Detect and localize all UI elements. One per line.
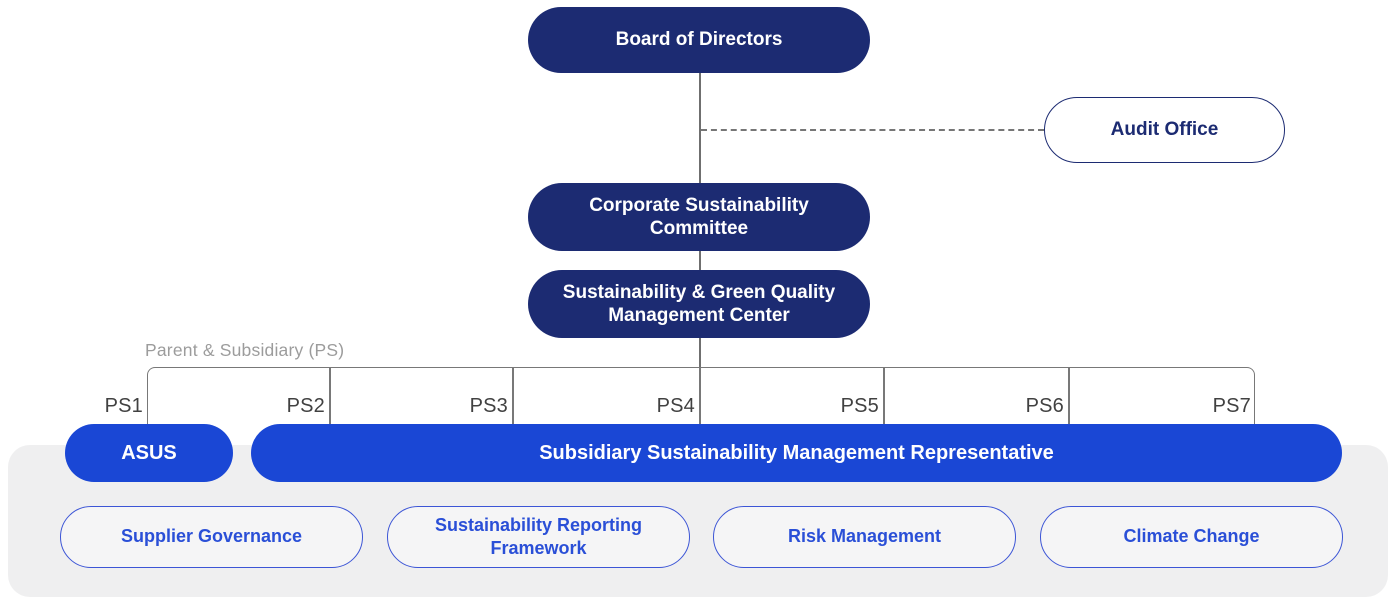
sgqmc-label-line1: Sustainability & Green Quality [562,281,836,303]
sustainability-green-quality-center-pill: Sustainability & Green Quality Managemen… [528,270,870,338]
subsidiary-representative-bar: Subsidiary Sustainability Management Rep… [251,424,1342,482]
connector-center-to-bracket [699,338,701,368]
ps2-drop-line [329,367,331,424]
ps4-drop-line [699,367,701,424]
risk-management-label: Risk Management [787,526,942,547]
committee-label-line2: Committee [649,218,749,239]
connector-board-to-committee [699,73,701,183]
ps5-drop-line [883,367,885,424]
function-pill-sustainability-reporting-framework: Sustainability Reporting Framework [387,506,690,568]
function-pill-risk-management: Risk Management [713,506,1016,568]
sgqmc-label-line2: Management Center [608,305,790,326]
board-of-directors-label: Board of Directors [615,29,783,51]
ps6-drop-line [1068,367,1070,424]
climate-change-label: Climate Change [1123,526,1260,547]
board-of-directors-pill: Board of Directors [528,7,870,73]
connector-committee-to-center [699,251,701,270]
committee-label-line1: Corporate Sustainability [589,194,809,216]
connector-dashed-to-audit [701,129,1044,131]
sustainability-reporting-framework-label: Sustainability Reporting Framework [434,514,643,558]
function-pill-climate-change: Climate Change [1040,506,1343,568]
ps-label-3: PS3 [469,395,508,417]
ps3-drop-line [512,367,514,424]
subsidiary-representative-label: Subsidiary Sustainability Management Rep… [539,441,1054,464]
sgqmc-label: Sustainability & Green Quality Managemen… [563,281,835,327]
asus-pill: ASUS [65,424,233,482]
ps-label-2: PS2 [286,395,325,417]
ps-label-7: PS7 [1212,395,1251,417]
ps-label-6: PS6 [1025,395,1064,417]
audit-office-pill: Audit Office [1044,97,1285,163]
ps-bracket [147,367,1255,424]
audit-office-label: Audit Office [1110,119,1219,140]
ps-label-5: PS5 [840,395,879,417]
ps-label-1: PS1 [104,395,143,417]
group-label: Parent & Subsidiary (PS) [145,340,345,360]
supplier-governance-label: Supplier Governance [120,526,303,547]
function-pill-supplier-governance: Supplier Governance [60,506,363,568]
asus-label: ASUS [121,441,177,464]
corporate-sustainability-committee-pill: Corporate Sustainability Committee [528,183,870,251]
ps-label-4: PS4 [656,395,695,417]
committee-label: Corporate Sustainability Committee [589,194,809,240]
